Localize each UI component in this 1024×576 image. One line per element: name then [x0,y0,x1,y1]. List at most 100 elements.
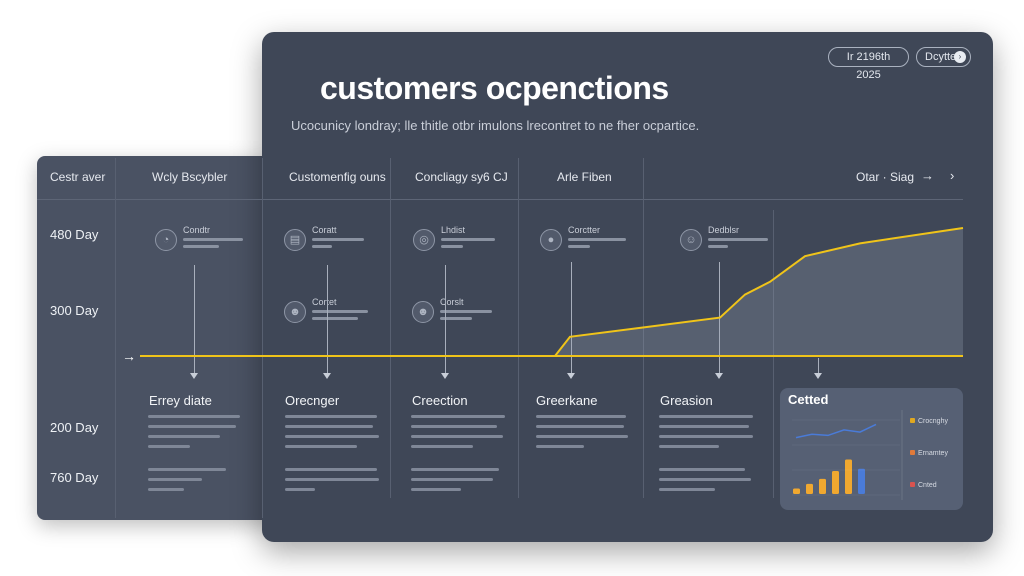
persona-name: Condtr [183,225,211,235]
document-icon: ▤ [284,229,306,251]
connector-line [327,265,328,373]
chevron-right-icon[interactable]: › [950,168,955,183]
text-line [148,435,220,438]
legend-swatch [910,482,915,487]
mini-chart-title: Cetted [788,392,829,407]
column-divider [773,210,774,498]
text-line [440,317,472,320]
y-axis-label: 760 Day [50,470,99,485]
stage-title: Orecnger [285,393,340,408]
text-line [411,415,505,418]
text-line [536,415,626,418]
y-axis-label: 480 Day [50,227,99,242]
text-line [285,445,357,448]
text-line [568,238,626,241]
text-line [659,468,745,471]
text-line [411,468,499,471]
column-header-stage[interactable]: Otar · Siag [856,170,915,184]
connector-line [445,265,446,373]
arrow-down-icon [715,373,723,379]
persona-card[interactable]: ☻ Cortet [284,297,404,337]
text-line [183,245,219,248]
text-line [285,415,377,418]
avatar-icon: ◔ [155,229,177,251]
persona-name: Lhdist [441,225,466,235]
text-line [148,425,236,428]
y-axis-label: 300 Day [50,303,99,318]
page-subtitle: Ucocunicy londray; lle thitle otbr imulo… [291,118,700,133]
text-line [411,425,497,428]
mini-line [795,423,877,439]
text-line [441,245,463,248]
legend-label: Crocnghy [918,418,948,425]
column-divider [115,158,116,518]
text-line [312,245,332,248]
text-line [183,238,243,241]
text-line [312,310,368,313]
text-line [568,245,590,248]
text-line [659,478,751,481]
text-line [411,445,473,448]
text-line [148,445,190,448]
column-header-buyer: Wcly Bscybler [152,170,228,184]
text-line [411,488,461,491]
text-line [659,445,719,448]
text-line [440,310,492,313]
display-button[interactable]: Dcytte › [916,47,971,67]
page-title: customers ocpenctions [320,70,669,106]
text-line [659,425,749,428]
expand-icon[interactable]: → [921,168,934,183]
text-line [659,435,753,438]
persona-name: Coratt [312,225,337,235]
mini-bar [806,483,813,494]
text-line [659,488,715,491]
legend-label: Ernamtey [918,450,948,457]
persona-name: Cortet [312,297,337,307]
user-icon: ☻ [284,301,306,323]
connector-line [571,262,572,373]
text-line [148,488,184,491]
legend-label: Cnted [918,482,937,489]
mini-bar [858,468,865,494]
mini-bar [832,471,839,494]
display-button-label: Dcytte [925,51,957,63]
column-divider [518,158,519,498]
text-line [285,425,373,428]
connector-line [194,265,195,373]
stage-title: Creection [412,393,468,408]
y-axis-label: 200 Day [50,420,99,435]
persona-card[interactable]: ☻ Corslt [412,297,532,337]
stage-title: Greerkane [536,393,598,408]
stage-title: Errey diate [149,393,212,408]
mini-bar [845,459,852,494]
legend-swatch [910,450,915,455]
left-panel [37,156,277,520]
arrow-right-icon: → [122,348,136,364]
globe-icon: ◎ [413,229,435,251]
persona-card[interactable]: ◔ Condtr [155,225,275,265]
text-line [536,425,624,428]
persona-card[interactable]: ☺ Dedblsr [680,225,800,265]
text-line [708,245,728,248]
persona-name: Corslt [440,297,464,307]
arrow-down-icon [190,373,198,379]
legend-item: Crocnghy [910,418,948,425]
arrow-down-icon [441,373,449,379]
chevron-icon: › [954,51,966,63]
persona-name: Corctter [568,225,601,235]
persona-card[interactable]: ▤ Coratt [284,225,404,265]
text-line [148,478,202,481]
persona-card[interactable]: ● Corctter [540,225,660,265]
text-line [285,468,377,471]
text-line [148,415,240,418]
arrow-down-icon [567,373,575,379]
mini-bar [793,488,800,494]
column-header-consideration: Concliagy sy6 CJ [415,170,508,184]
date-badge[interactable]: Ir 2196th 2025 [828,47,909,81]
text-line [312,317,358,320]
persona-card[interactable]: ◎ Lhdist [413,225,533,265]
text-line [285,488,315,491]
header-divider [37,199,963,200]
text-line [312,238,364,241]
